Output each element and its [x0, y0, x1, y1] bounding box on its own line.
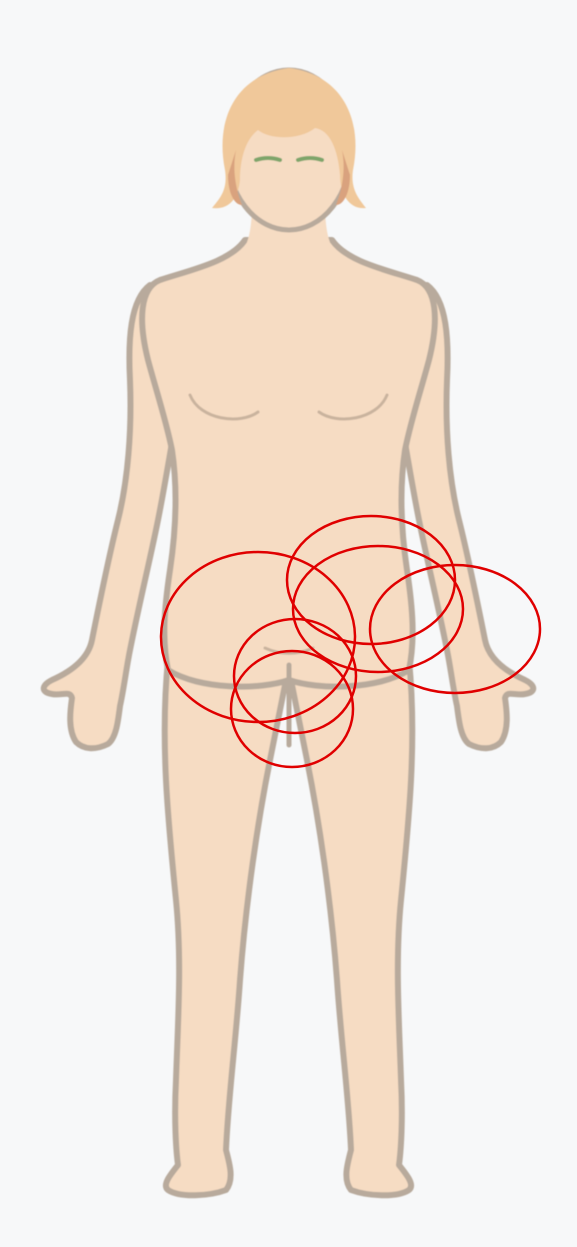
right-leg — [289, 660, 412, 1195]
left-eye — [256, 158, 280, 160]
left-leg — [165, 660, 288, 1195]
right-eye — [298, 158, 322, 160]
human-body-figure — [44, 68, 534, 1195]
